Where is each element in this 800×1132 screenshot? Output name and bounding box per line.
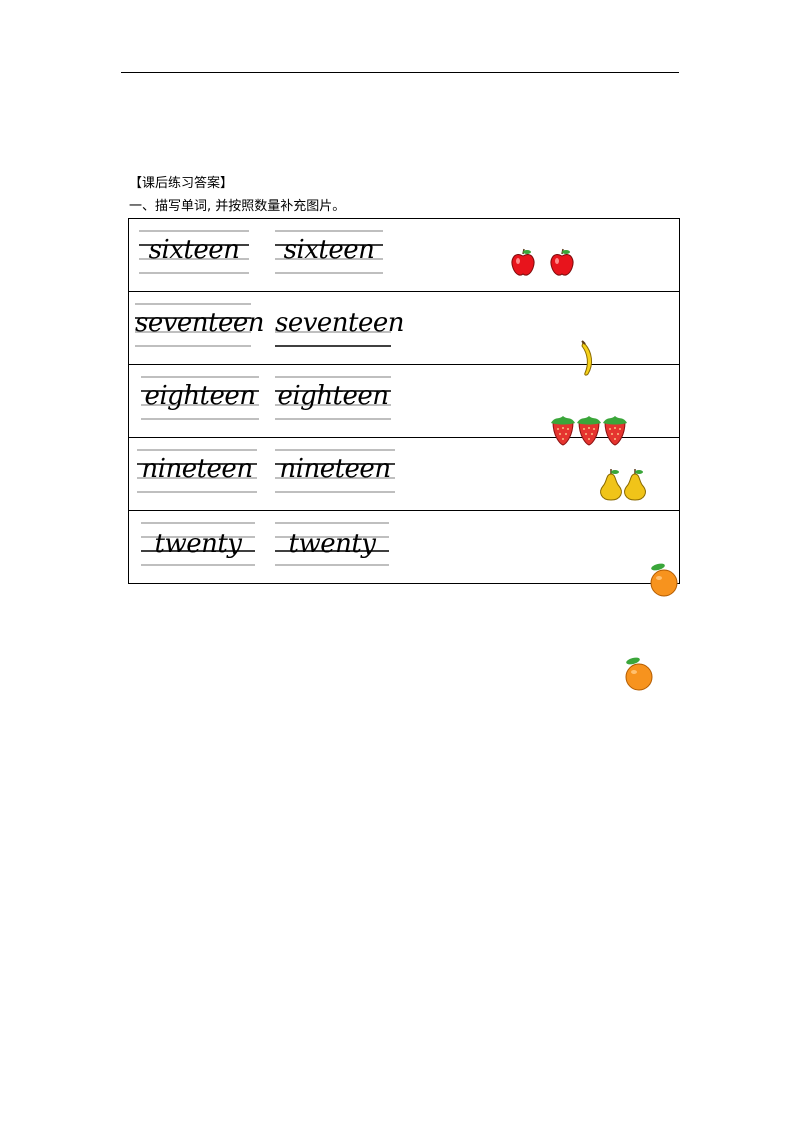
table-row: sixteen sixteen [129,219,679,292]
word-trace: twenty [275,519,389,569]
pear-icon [624,469,646,501]
word-trace: sixteen [275,227,383,277]
writing-lines [275,331,391,347]
strawberry-icon [603,416,627,446]
section-heading: 【课后练习答案】 [129,176,234,191]
word-text: sixteen [283,235,375,265]
word-text: seventeen [135,308,265,338]
word-text: eighteen [144,381,256,411]
word-trace: eighteen [275,373,391,423]
word-text: nineteen [141,454,253,484]
orange-icon [625,657,653,691]
exercise-instruction: 一、描写单词, 并按照数量补充图片。 [129,199,346,214]
writing-lines [139,230,249,274]
word-trace: seventeen [275,300,405,350]
apple-icon [550,248,574,276]
word-sample: twenty [141,519,255,569]
word-text: twenty [288,529,376,559]
word-sample: sixteen [139,227,249,277]
orange-icon [650,563,678,597]
header-rule [121,72,679,73]
writing-lines [141,376,259,420]
word-text: twenty [154,529,242,559]
strawberry-icon [551,416,575,446]
table-row: nineteen nineteen [129,438,679,511]
apple-icon [511,248,535,276]
exercise-table: sixteen sixteen seventeen [128,218,680,584]
word-sample: seventeen [135,300,265,350]
writing-lines [275,449,395,493]
word-text: sixteen [148,235,240,265]
table-row: twenty twenty [129,511,679,584]
word-sample: nineteen [137,446,257,496]
writing-lines [275,230,383,274]
writing-lines [141,522,255,566]
writing-lines [275,376,391,420]
word-text: eighteen [277,381,389,411]
writing-lines [137,449,257,493]
strawberry-icon [577,416,601,446]
table-row: eighteen eighteen [129,365,679,438]
pear-icon [600,469,622,501]
banana-icon [581,340,593,376]
word-text: nineteen [279,454,391,484]
table-row: seventeen seventeen [129,292,679,365]
writing-lines [275,522,389,566]
writing-lines [135,303,251,347]
word-sample: eighteen [141,373,259,423]
word-trace: nineteen [275,446,395,496]
word-text: seventeen [275,308,405,338]
